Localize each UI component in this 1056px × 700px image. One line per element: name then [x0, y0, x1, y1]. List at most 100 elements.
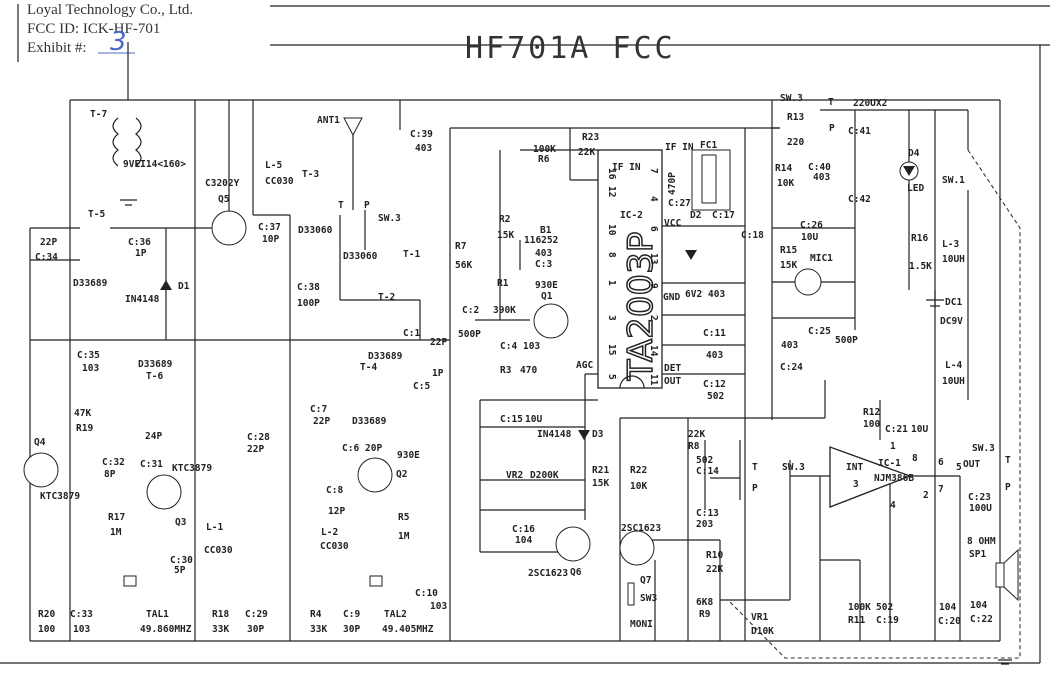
- component-label: R13: [787, 112, 804, 123]
- component-label: T-2: [378, 292, 395, 303]
- component-label: 500P: [835, 335, 858, 346]
- component-label: R17: [108, 512, 125, 523]
- component-label: C:32: [102, 457, 125, 468]
- battery-dc1: [926, 290, 944, 308]
- component-label: C:36: [128, 237, 151, 248]
- component-label: C:25: [808, 326, 831, 337]
- component-label: OUT: [963, 459, 980, 470]
- component-label: 10U: [911, 424, 928, 435]
- component-label: 100: [863, 419, 880, 430]
- component-label: R6: [538, 154, 550, 165]
- ic2-body: [597, 149, 663, 389]
- component-label: 100K: [848, 602, 871, 613]
- component-label: R4: [310, 609, 322, 620]
- component-label: 104: [970, 600, 987, 611]
- component-label: 390K: [493, 305, 516, 316]
- component-label: 33K: [310, 624, 327, 635]
- component-label: C:21: [885, 424, 908, 435]
- component-label: 100U: [969, 503, 992, 514]
- zener-d2: [685, 250, 697, 260]
- component-label: 6: [938, 457, 944, 468]
- component-label: R10: [706, 550, 723, 561]
- component-label: Q4: [34, 437, 46, 448]
- transistor-q1: [533, 303, 569, 339]
- component-label: C:9: [343, 609, 360, 620]
- component-label: Q6: [570, 567, 582, 578]
- component-label: TAL1: [146, 609, 169, 620]
- component-label: INT: [846, 462, 863, 473]
- component-label: 403: [813, 172, 830, 183]
- component-label: 103: [430, 601, 447, 612]
- component-label: Q7: [640, 575, 651, 586]
- component-label: DC9V: [940, 316, 963, 327]
- component-label: KTC3879: [40, 491, 80, 502]
- component-label: Q1: [541, 291, 553, 302]
- component-label: 9: [648, 283, 659, 289]
- component-label: 1M: [398, 531, 410, 542]
- component-label: R19: [76, 423, 93, 434]
- component-label: 403: [706, 350, 723, 361]
- component-label: T-1: [403, 249, 420, 260]
- component-label: C:26: [800, 220, 823, 231]
- component-label: 33K: [212, 624, 229, 635]
- component-label: 5: [956, 462, 962, 473]
- component-label: C:22: [970, 614, 993, 625]
- component-label: 22P: [313, 416, 330, 427]
- component-label: IC-1: [878, 458, 901, 469]
- component-label: Q2: [396, 469, 407, 480]
- component-label: 1: [606, 280, 617, 286]
- component-label: 100K: [533, 144, 556, 155]
- wires: [29, 42, 1001, 642]
- component-label: C:7: [310, 404, 327, 415]
- component-label: 1M: [110, 527, 122, 538]
- component-label: 49.860MHZ: [140, 624, 192, 635]
- component-label: AGC: [576, 360, 593, 371]
- component-label: C3202Y: [205, 178, 240, 189]
- transistor-q7: [619, 530, 655, 566]
- component-label: T-7: [90, 109, 107, 120]
- component-label: C:35: [77, 350, 100, 361]
- component-label: C:41: [848, 126, 871, 137]
- component-label: 49.405MHZ: [382, 624, 434, 635]
- component-label: CC030: [265, 176, 294, 187]
- component-label: R5: [398, 512, 410, 523]
- component-label: 6: [648, 226, 659, 232]
- crystal-tal1: [123, 575, 137, 587]
- component-label: R8: [688, 441, 700, 452]
- component-label: Q5: [218, 194, 230, 205]
- component-label: VCC: [664, 218, 681, 229]
- component-label: MONI: [630, 619, 653, 630]
- component-label: T: [338, 200, 344, 211]
- exhibit-number: 3: [110, 27, 127, 57]
- component-label: D200K: [530, 470, 559, 481]
- component-label: 22K: [578, 147, 595, 158]
- component-label: L-2: [321, 527, 338, 538]
- component-label: VR2: [506, 470, 523, 481]
- component-label: 20P: [365, 443, 382, 454]
- component-label: L-4: [945, 360, 962, 371]
- component-label: T-3: [302, 169, 319, 180]
- component-label: R12: [863, 407, 880, 418]
- component-label: 14: [648, 345, 659, 357]
- component-label: 403: [415, 143, 432, 154]
- component-label: 4: [648, 196, 659, 202]
- switch-linkage-dashed: [727, 149, 1021, 659]
- transistor-q6: [555, 526, 591, 562]
- component-label: R14: [775, 163, 792, 174]
- component-label: 403: [708, 289, 725, 300]
- component-label: 16: [606, 168, 617, 180]
- component-label: 22K: [688, 429, 705, 440]
- component-label: C:39: [410, 129, 433, 140]
- component-label: L-3: [942, 239, 959, 250]
- component-label: R18: [212, 609, 229, 620]
- component-label: CC030: [320, 541, 349, 552]
- component-label: D3: [592, 429, 604, 440]
- component-label: 5P: [174, 565, 186, 576]
- component-label: R15: [780, 245, 797, 256]
- component-label: 15K: [780, 260, 797, 271]
- component-label: 6V2: [685, 289, 702, 300]
- component-label: L-1: [206, 522, 223, 533]
- microphone-mic1: [794, 268, 822, 296]
- component-label: P: [752, 483, 758, 494]
